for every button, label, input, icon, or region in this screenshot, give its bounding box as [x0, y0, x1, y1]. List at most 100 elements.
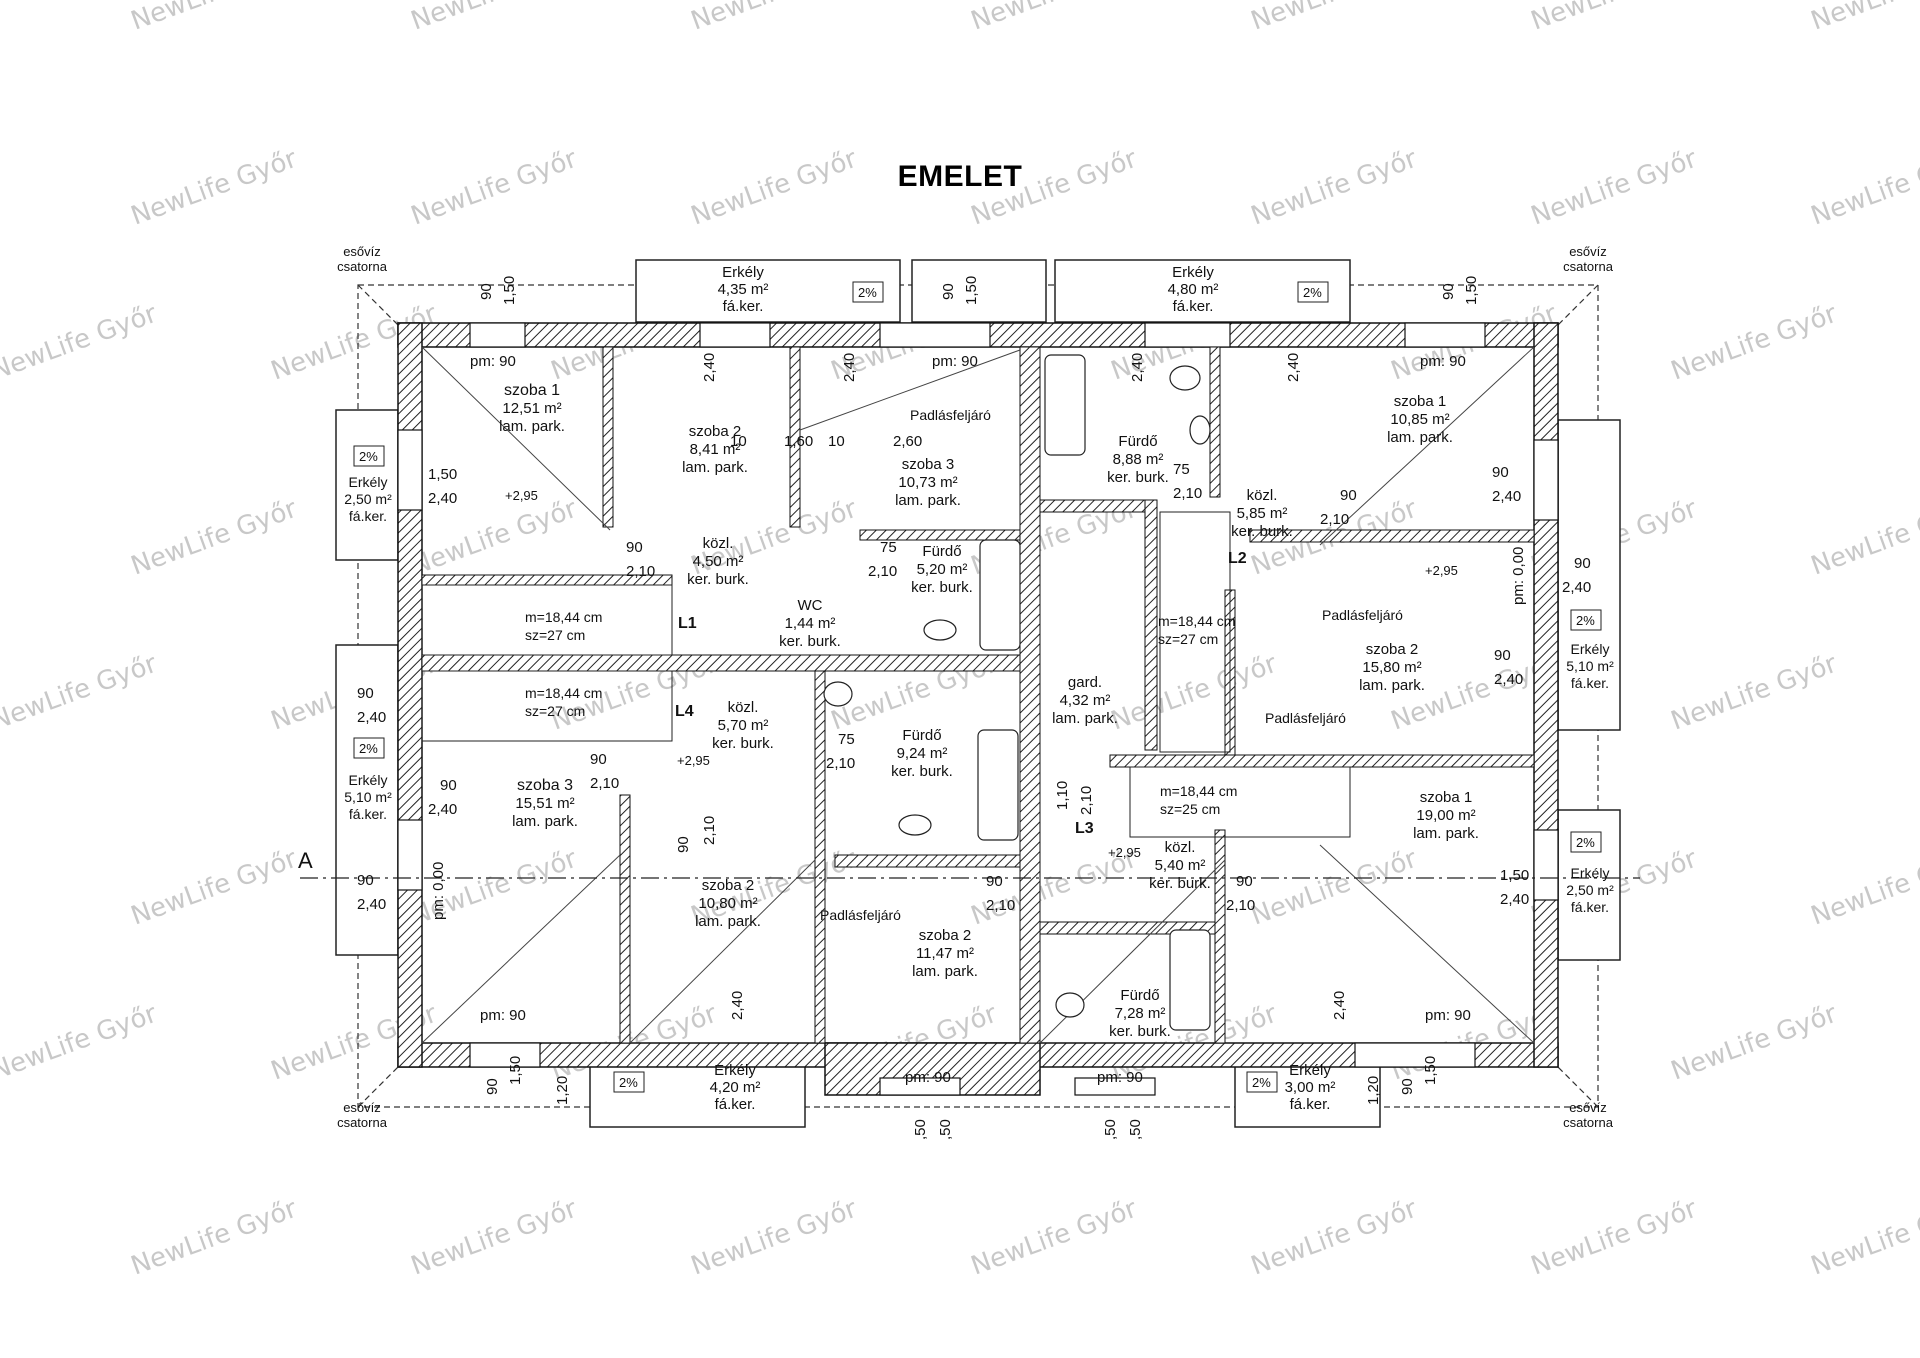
- svg-text:75: 75: [1173, 461, 1190, 478]
- svg-text:2%: 2%: [619, 1075, 638, 1090]
- svg-text:1,10: 1,10: [1054, 781, 1071, 810]
- bathtub: [979, 539, 1021, 651]
- svg-text:pm: 90: pm: 90: [480, 1007, 526, 1024]
- svg-text:5,70 m²: 5,70 m²: [718, 717, 769, 734]
- svg-text:2%: 2%: [1576, 613, 1595, 628]
- svg-text:fá.ker.: fá.ker.: [349, 806, 387, 822]
- balcony-top-mid: [911, 259, 1047, 323]
- svg-text:lam. park.: lam. park.: [912, 963, 978, 980]
- svg-text:Erkély: Erkély: [1571, 865, 1610, 881]
- svg-text:2,40: 2,40: [1331, 991, 1348, 1020]
- svg-text:12,51 m²: 12,51 m²: [502, 400, 561, 417]
- svg-text:90: 90: [675, 836, 692, 853]
- svg-text:2,40: 2,40: [841, 353, 858, 382]
- svg-text:Fürdő: Fürdő: [1118, 433, 1157, 450]
- svg-text:lam. park.: lam. park.: [1413, 825, 1479, 842]
- svg-text:+2,95: +2,95: [505, 488, 538, 503]
- svg-text:90: 90: [440, 777, 457, 794]
- svg-text:10: 10: [828, 433, 845, 450]
- svg-text:+2,95: +2,95: [1108, 845, 1141, 860]
- svg-text:lam. park.: lam. park.: [695, 913, 761, 930]
- svg-text:WC: WC: [798, 597, 823, 614]
- svg-text:ker. burk.: ker. burk.: [1107, 469, 1169, 486]
- svg-text:esővíz: esővíz: [1569, 1100, 1607, 1115]
- svg-text:4,35 m²: 4,35 m²: [718, 281, 769, 298]
- svg-text:L4: L4: [675, 703, 694, 720]
- svg-text:4,50 m²: 4,50 m²: [693, 553, 744, 570]
- svg-text:csatorna: csatorna: [1563, 1115, 1614, 1130]
- axis-marker: A: [298, 848, 313, 873]
- svg-text:ker. burk.: ker. burk.: [1149, 875, 1211, 892]
- svg-text:Padlásfeljáró: Padlásfeljáró: [910, 407, 991, 423]
- svg-text:+2,95: +2,95: [677, 753, 710, 768]
- svg-text:2,60: 2,60: [893, 433, 922, 450]
- svg-text:2,10: 2,10: [590, 775, 619, 792]
- svg-text:szoba 2: szoba 2: [702, 877, 755, 894]
- svg-text:pm: 90: pm: 90: [932, 353, 978, 370]
- svg-text:10,85 m²: 10,85 m²: [1390, 411, 1449, 428]
- svg-text:Erkély: Erkély: [349, 474, 388, 490]
- svg-text:90: 90: [1574, 555, 1591, 572]
- svg-text:4,80 m²: 4,80 m²: [1168, 281, 1219, 298]
- svg-text:Fürdő: Fürdő: [902, 727, 941, 744]
- balcony-left-lower: [335, 644, 399, 956]
- svg-text:ker. burk.: ker. burk.: [712, 735, 774, 752]
- svg-text:szoba 2: szoba 2: [919, 927, 972, 944]
- svg-text:5,20 m²: 5,20 m²: [917, 561, 968, 578]
- svg-text:,50: ,50: [1102, 1119, 1119, 1140]
- svg-text:2,10: 2,10: [826, 755, 855, 772]
- svg-text:Padlásfeljáró: Padlásfeljáró: [1265, 710, 1346, 726]
- svg-text:Padlásfeljáró: Padlásfeljáró: [1322, 607, 1403, 623]
- svg-text:szoba 2: szoba 2: [689, 423, 742, 440]
- svg-text:m=18,44 cm: m=18,44 cm: [525, 609, 602, 625]
- balcony-top-left: [635, 259, 901, 323]
- svg-text:19,00 m²: 19,00 m²: [1416, 807, 1475, 824]
- svg-text:lam. park.: lam. park.: [1387, 429, 1453, 446]
- svg-text:2,40: 2,40: [1562, 579, 1591, 596]
- svg-text:8,41 m²: 8,41 m²: [690, 441, 741, 458]
- sink: [1189, 415, 1211, 445]
- svg-text:,50: ,50: [1127, 1119, 1144, 1140]
- svg-text:lam. park.: lam. park.: [895, 492, 961, 509]
- interior-walls: [421, 346, 1535, 1044]
- svg-text:m=18,44 cm: m=18,44 cm: [1160, 783, 1237, 799]
- svg-text:90: 90: [357, 685, 374, 702]
- svg-text:90: 90: [357, 872, 374, 889]
- svg-text:1,50: 1,50: [1463, 276, 1480, 305]
- svg-text:2%: 2%: [858, 285, 877, 300]
- svg-text:2,40: 2,40: [428, 801, 457, 818]
- svg-text:ker. burk.: ker. burk.: [779, 633, 841, 650]
- svg-text:15,51 m²: 15,51 m²: [515, 795, 574, 812]
- svg-text:Erkély: Erkély: [714, 1062, 756, 1079]
- svg-text:Erkély: Erkély: [349, 772, 388, 788]
- notes: Padlásfeljáró Padlásfeljáró Padlásfeljár…: [430, 353, 1527, 1086]
- svg-text:2,40: 2,40: [1492, 488, 1521, 505]
- svg-text:15,80 m²: 15,80 m²: [1362, 659, 1421, 676]
- svg-text:szoba 1: szoba 1: [504, 382, 560, 399]
- svg-text:+2,95: +2,95: [1425, 563, 1458, 578]
- svg-text:11,47 m²: 11,47 m²: [916, 945, 974, 962]
- svg-text:közl.: közl.: [703, 535, 734, 552]
- svg-text:90: 90: [1440, 283, 1457, 300]
- svg-text:L1: L1: [678, 615, 697, 632]
- bathtub: [977, 729, 1019, 841]
- svg-text:90: 90: [1340, 487, 1357, 504]
- svg-text:ker. burk.: ker. burk.: [1231, 523, 1293, 540]
- svg-text:2,50 m²: 2,50 m²: [1566, 882, 1614, 898]
- svg-text:ker. burk.: ker. burk.: [891, 763, 953, 780]
